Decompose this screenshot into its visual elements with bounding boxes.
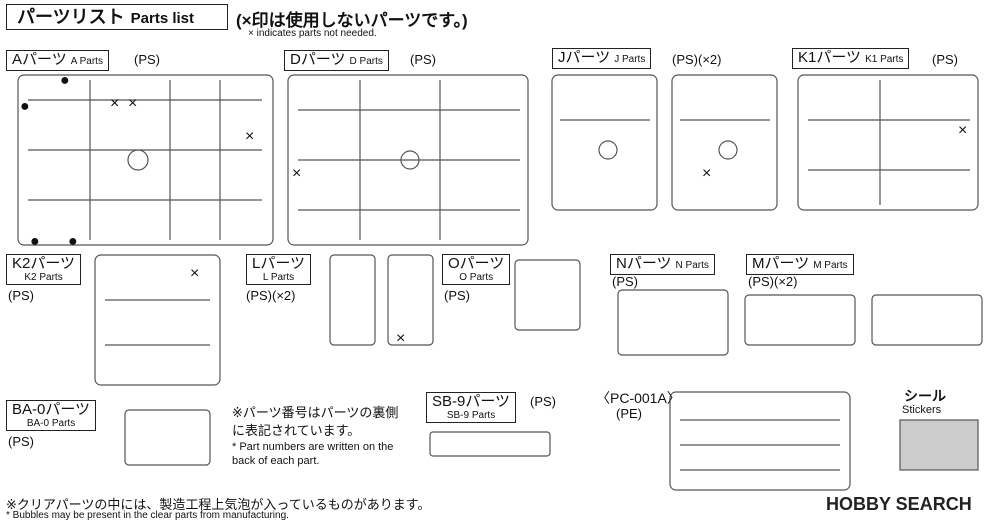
- unused-marker: ×: [110, 95, 120, 112]
- runner-material-ba0: (PS): [8, 434, 34, 449]
- sprue-frame-a: [17, 74, 274, 246]
- title-en: Parts list: [130, 10, 195, 27]
- sprue-frame-m1: [744, 294, 856, 346]
- watermark: HOBBY SEARCH: [826, 494, 972, 514]
- number-marker: ●: [68, 233, 78, 250]
- unused-marker: ×: [128, 95, 138, 112]
- sprue-frame-m2: [871, 294, 983, 346]
- runner-material-k1: (PS): [932, 52, 958, 67]
- sprue-frame-sb9: [429, 431, 551, 457]
- sticker-sheet: [899, 419, 979, 471]
- sprue-frame-ba0: [124, 409, 211, 466]
- sprue-frame-pc001a: [669, 391, 851, 491]
- sprue-frame-k2: [94, 254, 221, 386]
- part-number-note-jp: ※パーツ番号はパーツの裏側に表記されています。: [232, 405, 399, 438]
- number-marker: ●: [30, 233, 40, 250]
- sprue-frame-l1: [329, 254, 376, 346]
- number-marker: ●: [20, 98, 30, 115]
- unused-marker: ×: [292, 165, 302, 182]
- runner-material-m: (PS)(×2): [748, 274, 798, 289]
- sprue-frame-l2: [387, 254, 434, 346]
- runner-material-sb9: (PS): [530, 394, 556, 409]
- sprue-frame-j2: [671, 74, 778, 211]
- parts-list-title: パーツリスト Parts list: [6, 4, 228, 30]
- unused-marker: ×: [958, 122, 968, 139]
- unused-marker: ×: [190, 265, 200, 282]
- runner-label-pc001a: 〈PC-001A〉: [596, 390, 681, 406]
- stickers-label-en: Stickers: [902, 404, 942, 416]
- runner-material-d: (PS): [410, 52, 436, 67]
- stickers-label-jp: シール: [904, 388, 946, 404]
- unused-note-jp: (×印は使用しないパーツです。): [236, 11, 468, 30]
- runner-material-n: (PS): [612, 274, 638, 289]
- unused-marker: ×: [396, 330, 406, 347]
- runner-material-pc001a: (PE): [616, 406, 642, 421]
- sprue-frame-n: [617, 289, 729, 356]
- sprue-frame-o: [514, 259, 581, 331]
- clear-parts-note-en: * Bubbles may be present in the clear pa…: [6, 510, 289, 521]
- unused-marker: ×: [702, 165, 712, 182]
- runner-material-a: (PS): [134, 52, 160, 67]
- runner-material-j: (PS)(×2): [672, 52, 722, 67]
- part-number-note-en: * Part numbers are written on the back o…: [232, 441, 394, 468]
- title-jp: パーツリスト: [17, 7, 125, 27]
- unused-marker: ×: [245, 128, 255, 145]
- runner-material-l: (PS)(×2): [246, 288, 296, 303]
- sprue-frame-d: [287, 74, 529, 246]
- sprue-frame-k1: [797, 74, 979, 211]
- number-marker: ●: [60, 72, 70, 89]
- runner-material-o: (PS): [444, 288, 470, 303]
- unused-note-en: × indicates parts not needed.: [248, 28, 377, 39]
- runner-material-k2: (PS): [8, 288, 34, 303]
- sprue-frame-j1: [551, 74, 658, 211]
- clear-parts-note-jp: ※クリアパーツの中には、製造工程上気泡が入っているものがあります。: [6, 497, 431, 512]
